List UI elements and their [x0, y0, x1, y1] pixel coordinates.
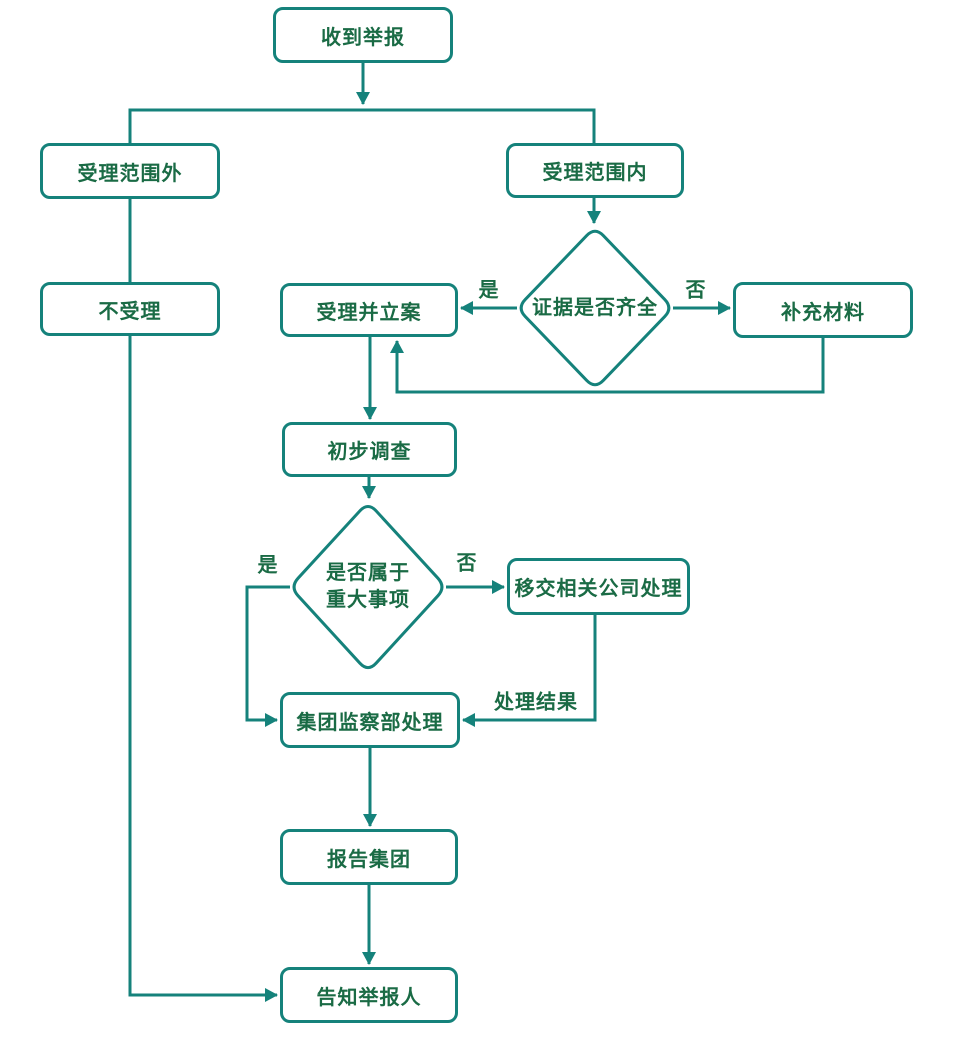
- edge-split-bar: [128, 108, 596, 143]
- major-decision-diamond: [292, 504, 444, 670]
- node-preliminary-investigation: 初步调查: [282, 422, 457, 477]
- node-out-of-scope-label: 受理范围外: [77, 162, 183, 185]
- evidence-decision-diamond: [519, 229, 671, 387]
- edge-label-evidence-yes: 是: [478, 279, 500, 302]
- edge-label-major-no: 否: [456, 552, 478, 575]
- edge-transfer-result-to-groupdept: [462, 615, 597, 727]
- edge-label-evidence-no: 否: [685, 279, 707, 302]
- node-not-accept: 不受理: [40, 282, 220, 336]
- node-preliminary-investigation-label: 初步调查: [327, 441, 412, 463]
- node-receive-report: 收到举报: [273, 7, 453, 63]
- node-receive-report-label: 收到举报: [321, 26, 405, 49]
- edge-label-transfer-result: 处理结果: [494, 691, 578, 714]
- node-accept-and-file: 受理并立案: [280, 283, 458, 337]
- node-supplement-materials-label: 补充材料: [781, 301, 865, 324]
- node-report-to-group: 报告集团: [280, 829, 458, 885]
- node-in-scope-label: 受理范围内: [542, 162, 648, 184]
- node-not-accept-label: 不受理: [98, 300, 162, 323]
- node-inform-reporter: 告知举报人: [280, 967, 458, 1023]
- node-group-supervision-dept-label: 集团监察部处理: [296, 711, 444, 734]
- edge-notaccept-to-inform: [128, 336, 278, 1002]
- node-transfer-to-company-label: 移交相关公司处理: [514, 578, 683, 600]
- node-in-scope: 受理范围内: [506, 143, 684, 198]
- edge-label-major-yes: 是: [257, 554, 279, 577]
- edge-major-yes-to-groupdept: [245, 585, 290, 727]
- node-transfer-to-company: 移交相关公司处理: [507, 558, 690, 615]
- edge-supplement-back-to-accept: [390, 338, 825, 394]
- node-report-to-group-label: 报告集团: [327, 848, 411, 871]
- node-supplement-materials: 补充材料: [733, 282, 913, 338]
- node-inform-reporter-label: 告知举报人: [316, 986, 422, 1009]
- node-group-supervision-dept: 集团监察部处理: [280, 692, 460, 748]
- node-accept-and-file-label: 受理并立案: [316, 301, 422, 324]
- node-out-of-scope: 受理范围外: [40, 143, 220, 199]
